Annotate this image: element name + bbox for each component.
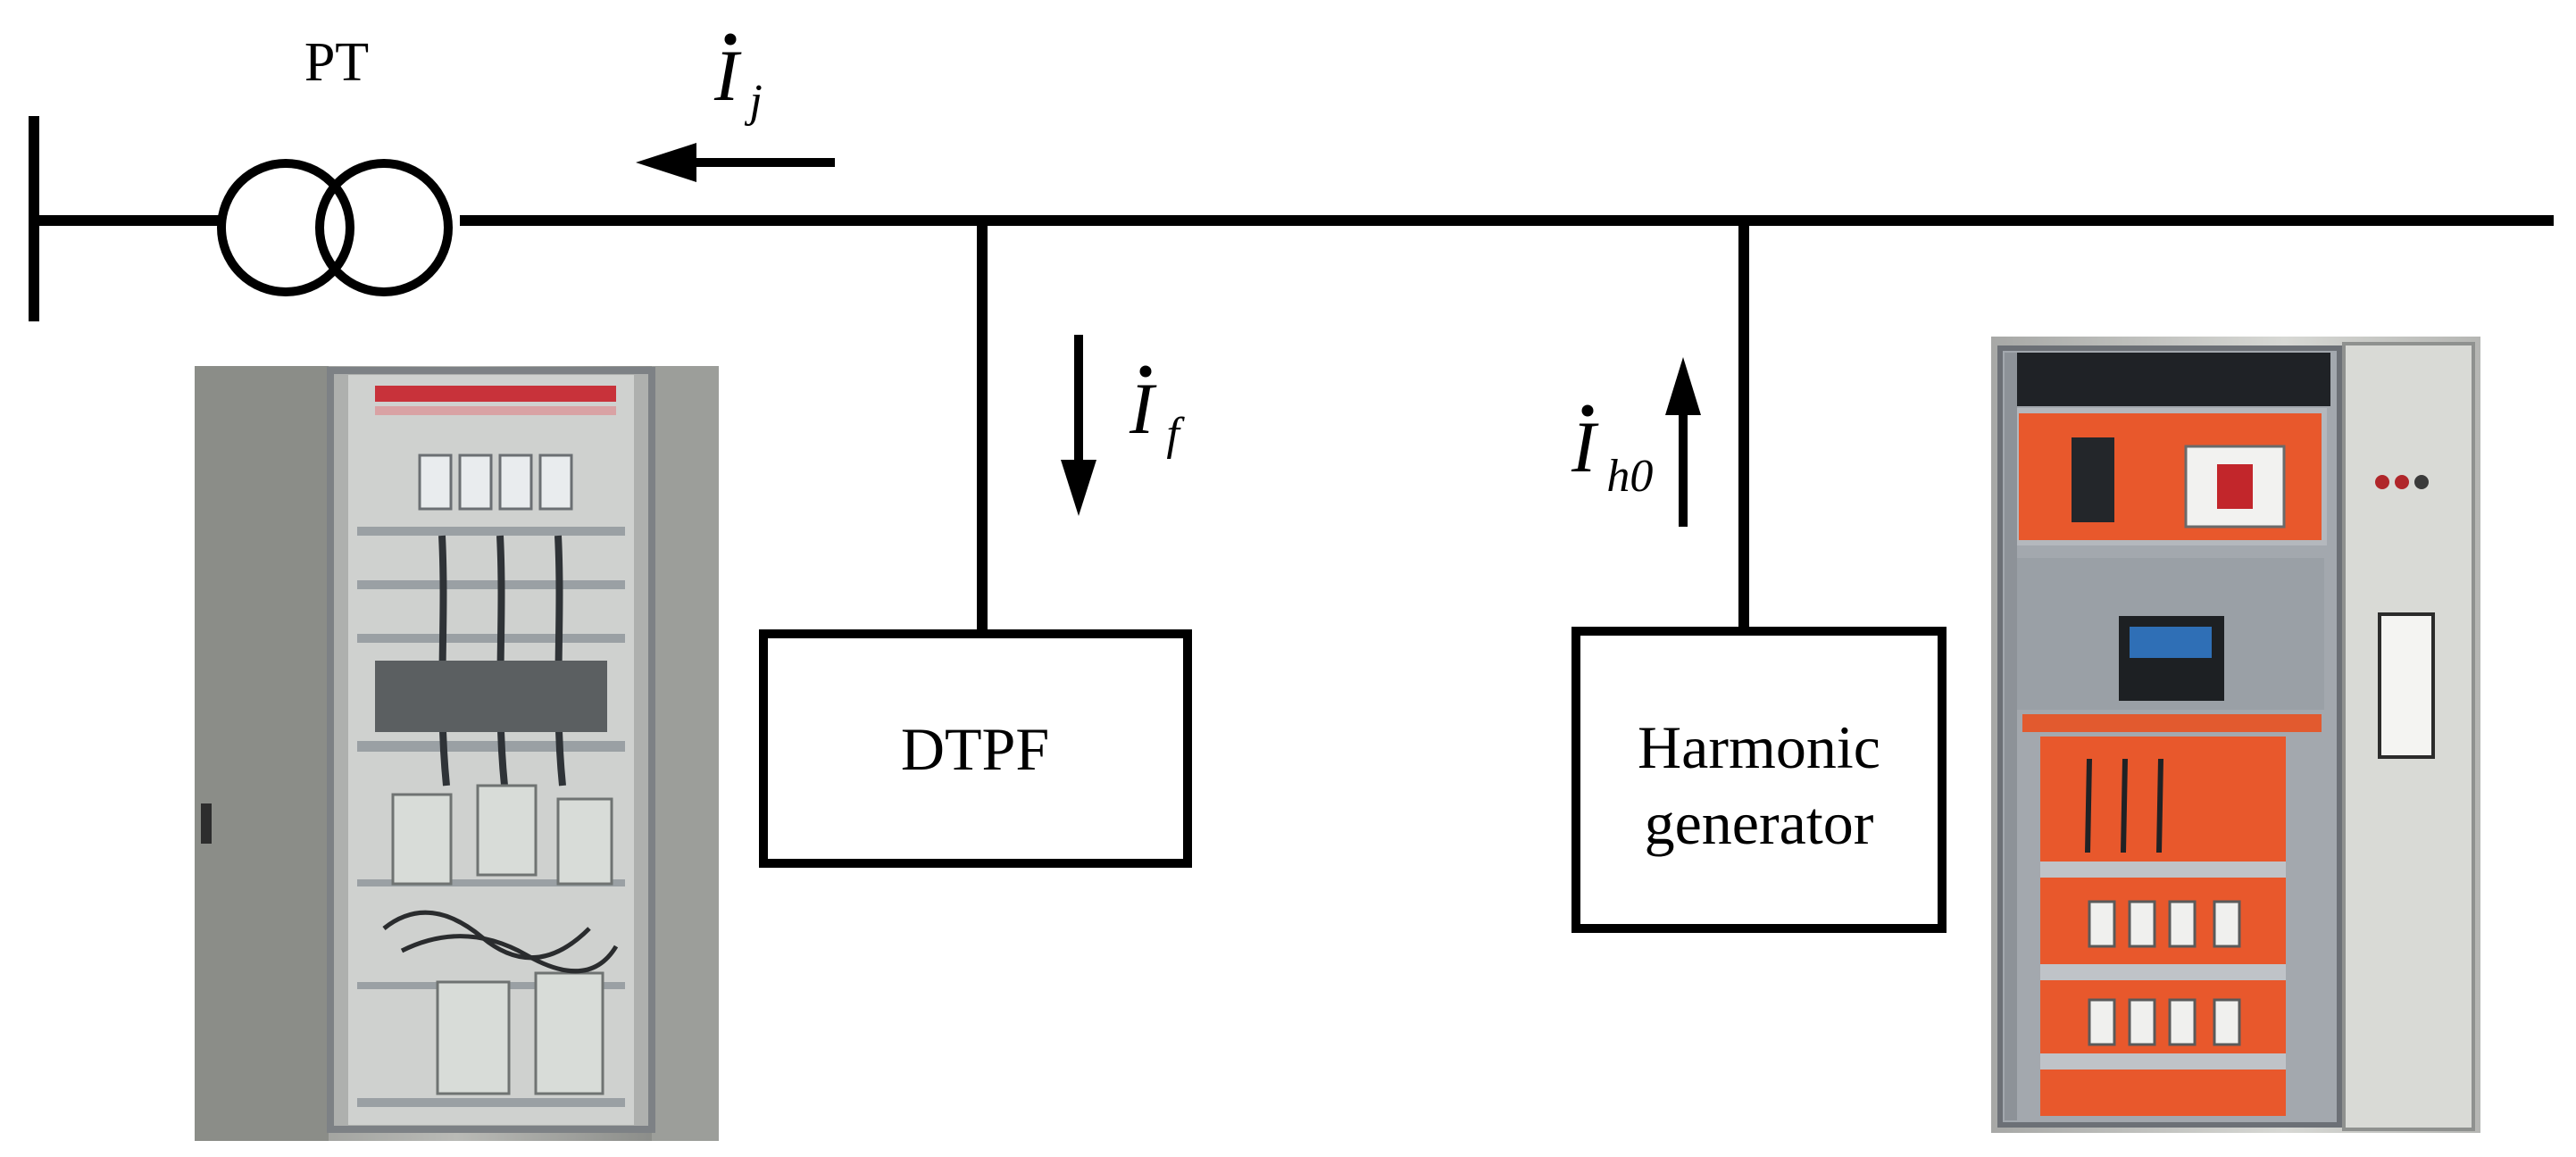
- filter-current-symbol: I: [1129, 368, 1157, 449]
- dot-over-symbol: [724, 33, 737, 46]
- filter-box: [759, 629, 1192, 868]
- harmonic-current-subscript: h0: [1606, 451, 1653, 502]
- dot-over-symbol: [1139, 365, 1152, 378]
- generator-box-label-line2: generator: [1645, 789, 1874, 857]
- generator-box: [1571, 627, 1947, 933]
- svg-text:Ij: Ij: [713, 35, 763, 127]
- transformer-symbol: [217, 159, 453, 296]
- harmonic-current-arrow: [1665, 357, 1701, 527]
- transformer-label: PT: [304, 32, 369, 93]
- transformer-coil-left: [217, 159, 354, 296]
- harmonic-current-symbol: I: [1571, 406, 1599, 487]
- svg-text:Ih0: Ih0: [1571, 406, 1653, 502]
- transformer-coil-right: [315, 159, 453, 296]
- filter-current-subscript: f: [1166, 409, 1185, 460]
- filter-cabinet-photo: [195, 366, 719, 1141]
- filter-box-label: DTPF: [901, 715, 1049, 783]
- svg-text:If: If: [1129, 368, 1185, 460]
- grid-current-symbol: I: [713, 35, 742, 116]
- grid-current-arrow: [636, 143, 835, 182]
- dot-over-symbol: [1581, 404, 1594, 417]
- grid-current-subscript: j: [744, 76, 762, 127]
- generator-cabinet-photo: [1991, 337, 2480, 1133]
- filter-current-arrow: [1061, 335, 1096, 516]
- generator-box-label-line1: Harmonic: [1638, 713, 1880, 781]
- bus-wiring: [29, 116, 2554, 634]
